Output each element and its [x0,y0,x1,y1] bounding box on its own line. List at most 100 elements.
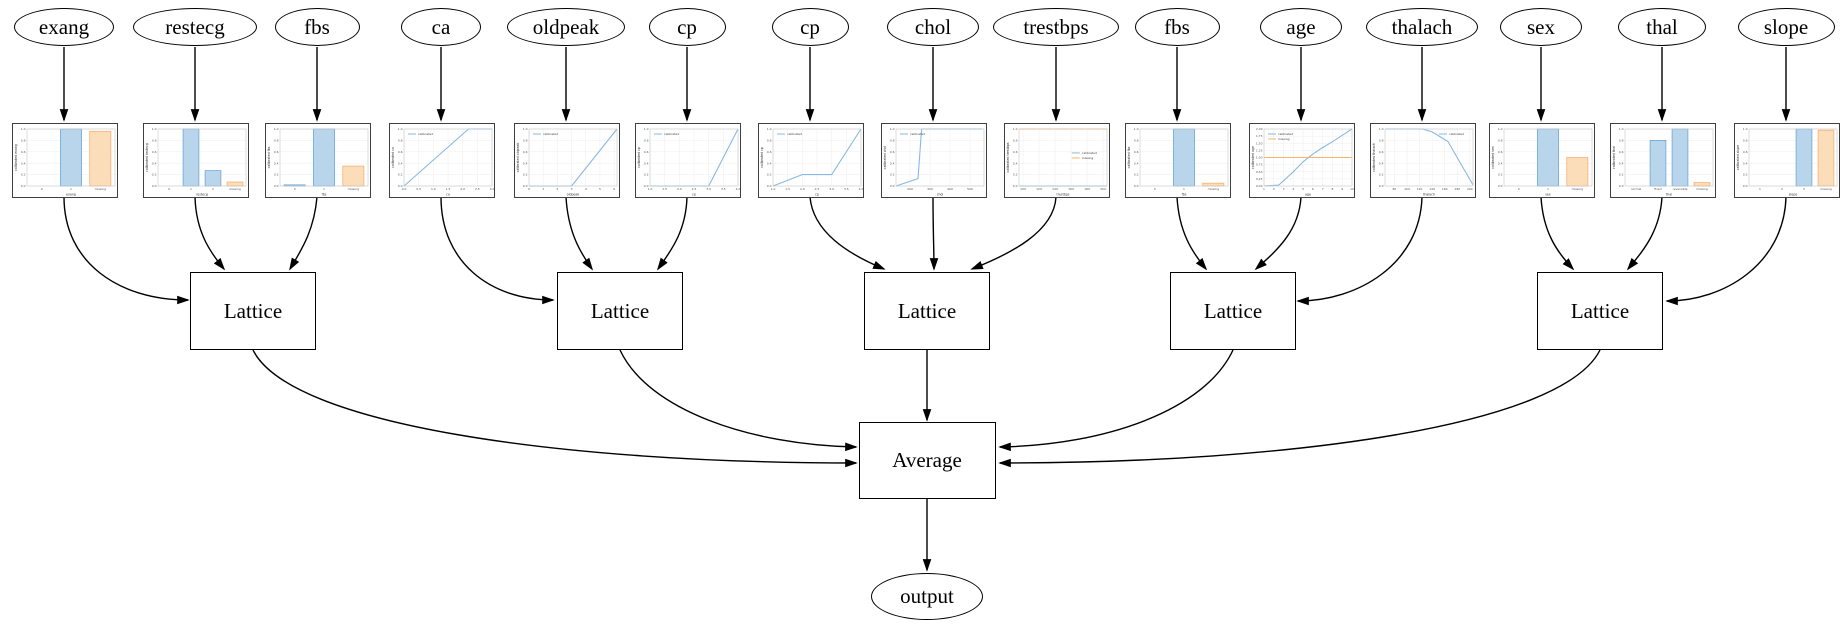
feature-label: cp [800,14,820,39]
edge-arrow [619,349,858,452]
svg-text:1.0: 1.0 [1013,127,1018,131]
svg-text:calibrated: calibrated [543,132,558,136]
svg-text:1.5: 1.5 [662,187,667,191]
svg-text:0.8: 0.8 [152,139,157,143]
svg-text:0.0: 0.0 [1013,184,1018,188]
feature-label: thal [1646,14,1678,39]
svg-text:missing: missing [348,187,360,191]
svg-text:0.0: 0.0 [274,184,279,188]
svg-text:0.75: 0.75 [1256,163,1263,167]
svg-text:0.0: 0.0 [1134,184,1139,188]
svg-text:0.8: 0.8 [1743,139,1748,143]
svg-text:0.0: 0.0 [21,184,26,188]
svg-text:1.0: 1.0 [1619,127,1624,131]
edge-arrow [1176,196,1208,271]
svg-text:1: 1 [70,187,72,191]
svg-text:1.0: 1.0 [398,127,403,131]
average-node: Average [858,422,996,499]
feature-node-cp: cp [648,8,726,46]
svg-text:0: 0 [41,187,43,191]
feature-label: sex [1527,14,1555,39]
lattice-label: Lattice [897,298,957,323]
svg-text:5: 5 [1302,187,1304,191]
svg-text:missing: missing [95,187,107,191]
svg-text:4: 4 [1292,187,1294,191]
svg-text:0.4: 0.4 [1134,161,1139,165]
svg-text:calibrated thalach: calibrated thalach [1372,143,1376,172]
svg-text:4: 4 [585,187,587,191]
svg-text:restecg: restecg [196,192,208,196]
svg-text:10: 10 [1350,187,1354,191]
svg-text:0.2: 0.2 [398,173,403,177]
svg-text:0.2: 0.2 [523,173,528,177]
svg-text:0.0: 0.0 [1619,184,1624,188]
svg-text:0.0: 0.0 [152,184,157,188]
feature-label: slope [1763,14,1809,39]
svg-text:0.2: 0.2 [890,173,895,177]
edge-arrow [252,349,858,468]
svg-text:0.4: 0.4 [523,161,528,165]
svg-text:1.0: 1.0 [648,187,653,191]
svg-text:0.4: 0.4 [767,161,772,165]
svg-text:1: 1 [1263,187,1265,191]
svg-text:1.0: 1.0 [1743,127,1748,131]
svg-text:1: 1 [1759,187,1761,191]
lattice-label: Lattice [223,298,283,323]
feature-label: fbs [1164,14,1190,39]
svg-text:500: 500 [967,187,973,191]
svg-text:120: 120 [1036,187,1042,191]
svg-text:0.0: 0.0 [402,187,407,191]
svg-text:calibrated: calibrated [1278,132,1293,136]
svg-text:7: 7 [1322,187,1324,191]
svg-text:400: 400 [947,187,953,191]
feature-node-oldpeak: oldpeak [507,8,625,46]
feature-node-age: age [1260,8,1342,46]
svg-text:0.6: 0.6 [1134,150,1139,154]
svg-text:exang: exang [66,192,76,196]
lattice-node-3: Lattice [864,272,990,350]
svg-text:calibrated oldpeak: calibrated oldpeak [516,143,520,173]
svg-text:3.0: 3.0 [490,187,494,191]
svg-text:missing: missing [1082,156,1094,160]
svg-text:sex: sex [1545,192,1551,196]
svg-text:2.5: 2.5 [815,187,820,191]
lattice-node-5: Lattice [1537,272,1663,350]
svg-text:0: 0 [1518,187,1520,191]
svg-text:0.00: 0.00 [1256,184,1263,188]
svg-text:1.0: 1.0 [152,127,157,131]
svg-text:calibrated cp: calibrated cp [637,147,641,168]
feature-node-fbs: fbs [274,8,360,46]
feature-node-ca: ca [401,8,481,46]
svg-text:6: 6 [613,187,615,191]
svg-text:0.4: 0.4 [1743,161,1748,165]
edge-arrow [998,349,1234,452]
svg-text:2.00: 2.00 [1256,127,1263,131]
svg-text:0.0: 0.0 [1379,184,1384,188]
lattice-node-1: Lattice [190,272,316,350]
svg-text:calibrated thal: calibrated thal [1612,146,1616,169]
svg-text:0.2: 0.2 [767,173,772,177]
svg-text:thalach: thalach [1423,192,1435,196]
feature-node-slope: slope [1737,8,1835,46]
edge-arrow [289,196,318,271]
svg-text:0: 0 [294,187,296,191]
feature-label: thalach [1391,14,1453,39]
svg-text:80: 80 [1393,187,1397,191]
svg-text:0.5: 0.5 [416,187,421,191]
svg-text:200: 200 [1467,187,1473,191]
svg-text:2.0: 2.0 [800,187,805,191]
svg-text:0.6: 0.6 [21,150,26,154]
edge-arrow [1296,196,1423,306]
svg-text:0.8: 0.8 [644,139,649,143]
svg-text:calibrated fbs: calibrated fbs [267,146,271,168]
